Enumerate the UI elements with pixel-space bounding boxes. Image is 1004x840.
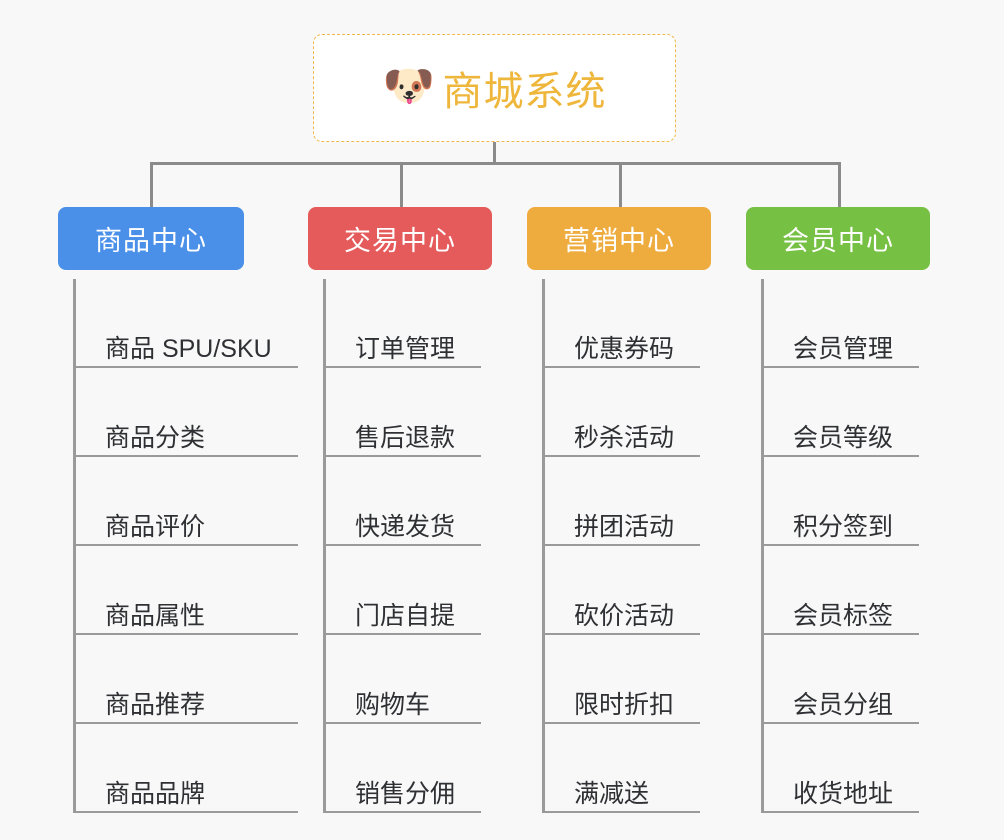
branch-header-member-center[interactable]: 会员中心 bbox=[746, 207, 930, 270]
leaf-item-label: 商品品牌 bbox=[105, 779, 206, 808]
leaf-item[interactable]: 订单管理 bbox=[323, 279, 482, 368]
branch-trunk-member-center bbox=[761, 279, 764, 813]
leaf-item[interactable]: 购物车 bbox=[323, 635, 482, 724]
leaf-item-label: 销售分佣 bbox=[355, 779, 456, 808]
leaf-item[interactable]: 商品评价 bbox=[73, 457, 298, 546]
connector-horizontal-bus bbox=[150, 162, 840, 165]
leaf-item[interactable]: 会员等级 bbox=[761, 368, 920, 457]
connector-drop-member-center bbox=[838, 162, 841, 207]
leaf-item-label: 收货地址 bbox=[793, 779, 894, 808]
leaf-item-label: 购物车 bbox=[355, 690, 431, 719]
leaf-item-label: 会员管理 bbox=[793, 334, 894, 363]
leaf-item-label: 会员等级 bbox=[793, 423, 894, 452]
branch-header-marketing-center[interactable]: 营销中心 bbox=[527, 207, 711, 270]
leaf-item-label: 商品属性 bbox=[105, 601, 206, 630]
leaf-item-label: 商品分类 bbox=[105, 423, 206, 452]
connector-drop-trade-center bbox=[400, 162, 403, 207]
leaf-item-label: 满减送 bbox=[574, 779, 650, 808]
leaf-item[interactable]: 商品分类 bbox=[73, 368, 298, 457]
branch-header-product-center[interactable]: 商品中心 bbox=[58, 207, 244, 270]
leaf-item-label: 秒杀活动 bbox=[574, 423, 675, 452]
connector-drop-marketing-center bbox=[619, 162, 622, 207]
leaf-item-label: 商品 SPU/SKU bbox=[105, 334, 272, 363]
branch-header-trade-center[interactable]: 交易中心 bbox=[308, 207, 492, 270]
leaf-item-label: 优惠券码 bbox=[574, 334, 675, 363]
leaf-item[interactable]: 积分签到 bbox=[761, 457, 920, 546]
leaf-item[interactable]: 会员管理 bbox=[761, 279, 920, 368]
leaf-item-label: 门店自提 bbox=[355, 601, 456, 630]
branch-trunk-trade-center bbox=[323, 279, 326, 813]
leaf-item[interactable]: 快递发货 bbox=[323, 457, 482, 546]
leaf-item-label: 快递发货 bbox=[355, 512, 456, 541]
branch-trunk-marketing-center bbox=[542, 279, 545, 813]
leaf-item-label: 砍价活动 bbox=[574, 601, 675, 630]
leaf-item-label: 积分签到 bbox=[793, 512, 894, 541]
leaf-item[interactable]: 商品属性 bbox=[73, 546, 298, 635]
leaf-item[interactable]: 秒杀活动 bbox=[542, 368, 701, 457]
leaf-item[interactable]: 会员分组 bbox=[761, 635, 920, 724]
leaf-item[interactable]: 拼团活动 bbox=[542, 457, 701, 546]
leaf-item[interactable]: 满减送 bbox=[542, 724, 701, 813]
leaf-item[interactable]: 限时折扣 bbox=[542, 635, 701, 724]
dog-face-icon: 🐶 bbox=[382, 62, 435, 109]
leaf-item-label: 售后退款 bbox=[355, 423, 456, 452]
leaf-list-product-center: 商品 SPU/SKU 商品分类 商品评价 商品属性 商品推荐 商品品牌 bbox=[73, 279, 298, 813]
leaf-item-label: 商品推荐 bbox=[105, 690, 206, 719]
leaf-item-label: 会员标签 bbox=[793, 601, 894, 630]
leaf-item-label: 商品评价 bbox=[105, 512, 206, 541]
leaf-list-marketing-center: 优惠券码 秒杀活动 拼团活动 砍价活动 限时折扣 满减送 bbox=[542, 279, 701, 813]
leaf-item[interactable]: 售后退款 bbox=[323, 368, 482, 457]
leaf-item[interactable]: 销售分佣 bbox=[323, 724, 482, 813]
branch-trunk-product-center bbox=[73, 279, 76, 813]
leaf-item[interactable]: 优惠券码 bbox=[542, 279, 701, 368]
leaf-item-label: 拼团活动 bbox=[574, 512, 675, 541]
leaf-list-member-center: 会员管理 会员等级 积分签到 会员标签 会员分组 收货地址 bbox=[761, 279, 920, 813]
connector-drop-product-center bbox=[150, 162, 153, 207]
leaf-list-trade-center: 订单管理 售后退款 快递发货 门店自提 购物车 销售分佣 bbox=[323, 279, 482, 813]
leaf-item[interactable]: 商品 SPU/SKU bbox=[73, 279, 298, 368]
root-node-shopping-mall-system[interactable]: 🐶 商城系统 bbox=[313, 34, 676, 142]
leaf-item-label: 会员分组 bbox=[793, 690, 894, 719]
connector-root-stem bbox=[493, 142, 496, 164]
leaf-item[interactable]: 收货地址 bbox=[761, 724, 920, 813]
leaf-item[interactable]: 商品品牌 bbox=[73, 724, 298, 813]
leaf-item[interactable]: 门店自提 bbox=[323, 546, 482, 635]
leaf-item[interactable]: 砍价活动 bbox=[542, 546, 701, 635]
root-node-title: 商城系统 bbox=[442, 70, 607, 114]
leaf-item-label: 限时折扣 bbox=[574, 690, 675, 719]
leaf-item[interactable]: 商品推荐 bbox=[73, 635, 298, 724]
leaf-item-label: 订单管理 bbox=[355, 334, 456, 363]
leaf-item[interactable]: 会员标签 bbox=[761, 546, 920, 635]
